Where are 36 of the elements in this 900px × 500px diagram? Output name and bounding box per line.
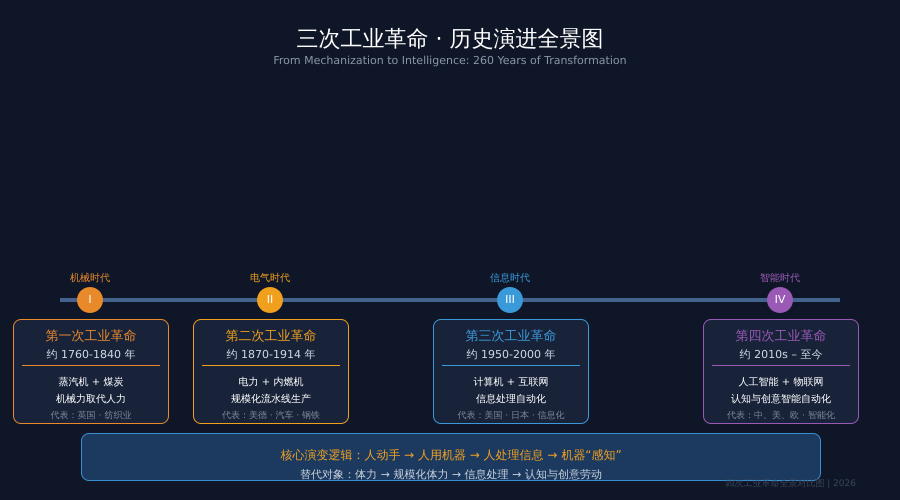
summary-text: 替代对象：体力 → 规模化体力 → 信息处理 → 认知与创意劳动 xyxy=(300,467,602,482)
card-text: 机械力取代人力 xyxy=(56,392,126,406)
date-range: 约 1870-1914 年 xyxy=(226,347,316,362)
card-title: 第三次工业革命 xyxy=(466,328,556,345)
example-note: 代表：美国 · 日本 · 信息化 xyxy=(457,410,565,422)
era-marker: IV xyxy=(767,287,793,313)
era-label: 电气时代 xyxy=(249,272,291,285)
card-text: 规模化流水线生产 xyxy=(231,392,311,406)
era-marker: I xyxy=(77,287,103,313)
era-card xyxy=(193,319,349,424)
card-title: 第四次工业革命 xyxy=(736,328,826,345)
card-text: 计算机 + 互联网 xyxy=(474,376,548,389)
card-text: 蒸汽机 + 煤炭 xyxy=(58,376,124,389)
date-range: 约 2010s – 至今 xyxy=(740,347,822,362)
era-label: 智能时代 xyxy=(759,272,801,285)
example-note: 代表：中、美、欧 · 智能化 xyxy=(727,410,835,422)
example-note: 代表：美德 · 汽车 · 钢铁 xyxy=(222,410,320,422)
title: 三次工业革命 · 历史演进全景图 xyxy=(296,26,604,54)
era-label: 信息时代 xyxy=(489,272,531,285)
era-card xyxy=(433,319,589,424)
era-card xyxy=(13,319,169,424)
era-marker: II xyxy=(257,287,283,313)
card-title: 第一次工业革命 xyxy=(46,328,136,345)
date-range: 约 1760-1840 年 xyxy=(46,347,136,362)
subtitle: From Mechanization to Intelligence: 260 Years of Transformation xyxy=(272,54,628,67)
card-text: 人工智能 + 物联网 xyxy=(738,376,824,389)
era-card xyxy=(703,319,859,424)
era-marker: III xyxy=(497,287,523,313)
summary-text: 核心演变逻辑：人动手 → 人用机器 → 人处理信息 → 机器“感知” xyxy=(280,447,622,464)
date-range: 约 1950-2000 年 xyxy=(466,347,556,362)
example-note: 代表：英国 · 纺织业 xyxy=(50,410,132,422)
card-text: 信息处理自动化 xyxy=(476,392,546,406)
card-title: 第二次工业革命 xyxy=(226,328,316,345)
card-text: 电力 + 内燃机 xyxy=(238,376,304,389)
card-text: 认知与创意智能自动化 xyxy=(731,392,831,406)
era-label: 机械时代 xyxy=(69,272,111,285)
